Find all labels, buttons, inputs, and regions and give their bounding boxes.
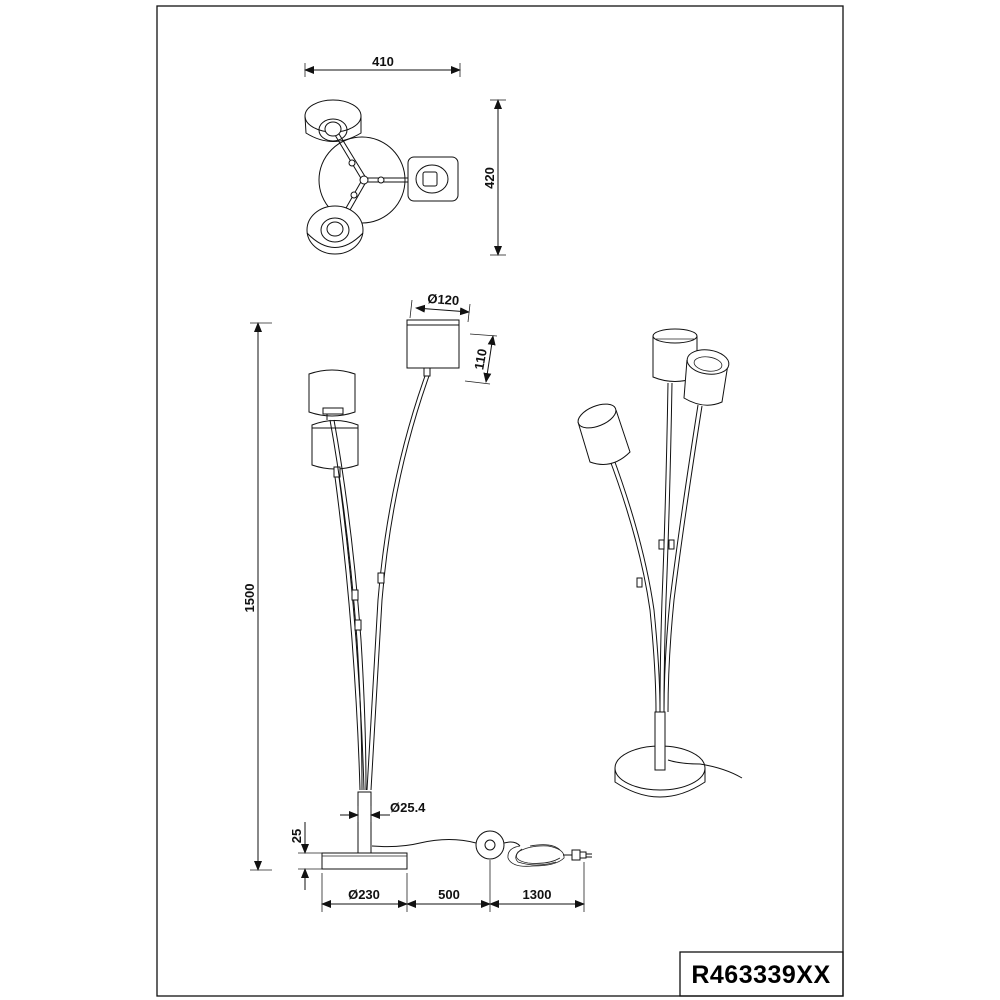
top-width-label: 410 xyxy=(372,54,394,69)
arm-right xyxy=(366,375,426,791)
shade-height-dimension-line xyxy=(483,335,496,383)
cable-to-switch-label: 500 xyxy=(438,887,460,902)
perspective-shade-1 xyxy=(577,403,631,465)
base-diameter-label: Ø230 xyxy=(348,887,380,902)
top-view: 410 420 xyxy=(304,54,506,256)
height-label: 1500 xyxy=(242,584,257,613)
cable xyxy=(371,839,477,848)
base-height-label: 25 xyxy=(289,829,304,843)
perspective-pole xyxy=(654,711,666,771)
shade-diameter-dimension-line xyxy=(415,304,470,316)
perspective-cable xyxy=(667,759,743,779)
top-depth-label: 420 xyxy=(482,167,497,189)
front-shade-2 xyxy=(308,369,356,420)
perspective-view xyxy=(577,328,743,798)
title-block xyxy=(679,951,844,997)
cable-coil xyxy=(507,845,565,867)
sheet-frame xyxy=(156,5,844,997)
shade-top-view-1 xyxy=(304,99,362,142)
shade-top-view-3 xyxy=(306,205,364,255)
pole xyxy=(357,791,372,855)
front-shade-3 xyxy=(311,420,359,478)
plug xyxy=(563,849,592,861)
front-shade-1 xyxy=(406,319,460,377)
shade-top-view-2 xyxy=(407,156,459,202)
switch-to-plug-label: 1300 xyxy=(523,887,552,902)
shade-diameter-label: Ø120 xyxy=(427,291,460,308)
front-view: 1500 Ø120 110 xyxy=(242,291,592,912)
arm-left-lower xyxy=(334,476,361,791)
perspective-shade-3 xyxy=(683,349,730,406)
shade-height-label: 110 xyxy=(471,348,489,371)
pole-diameter-label: Ø25.4 xyxy=(390,800,426,815)
base xyxy=(321,852,408,870)
product-code: R463339XX xyxy=(691,961,830,989)
